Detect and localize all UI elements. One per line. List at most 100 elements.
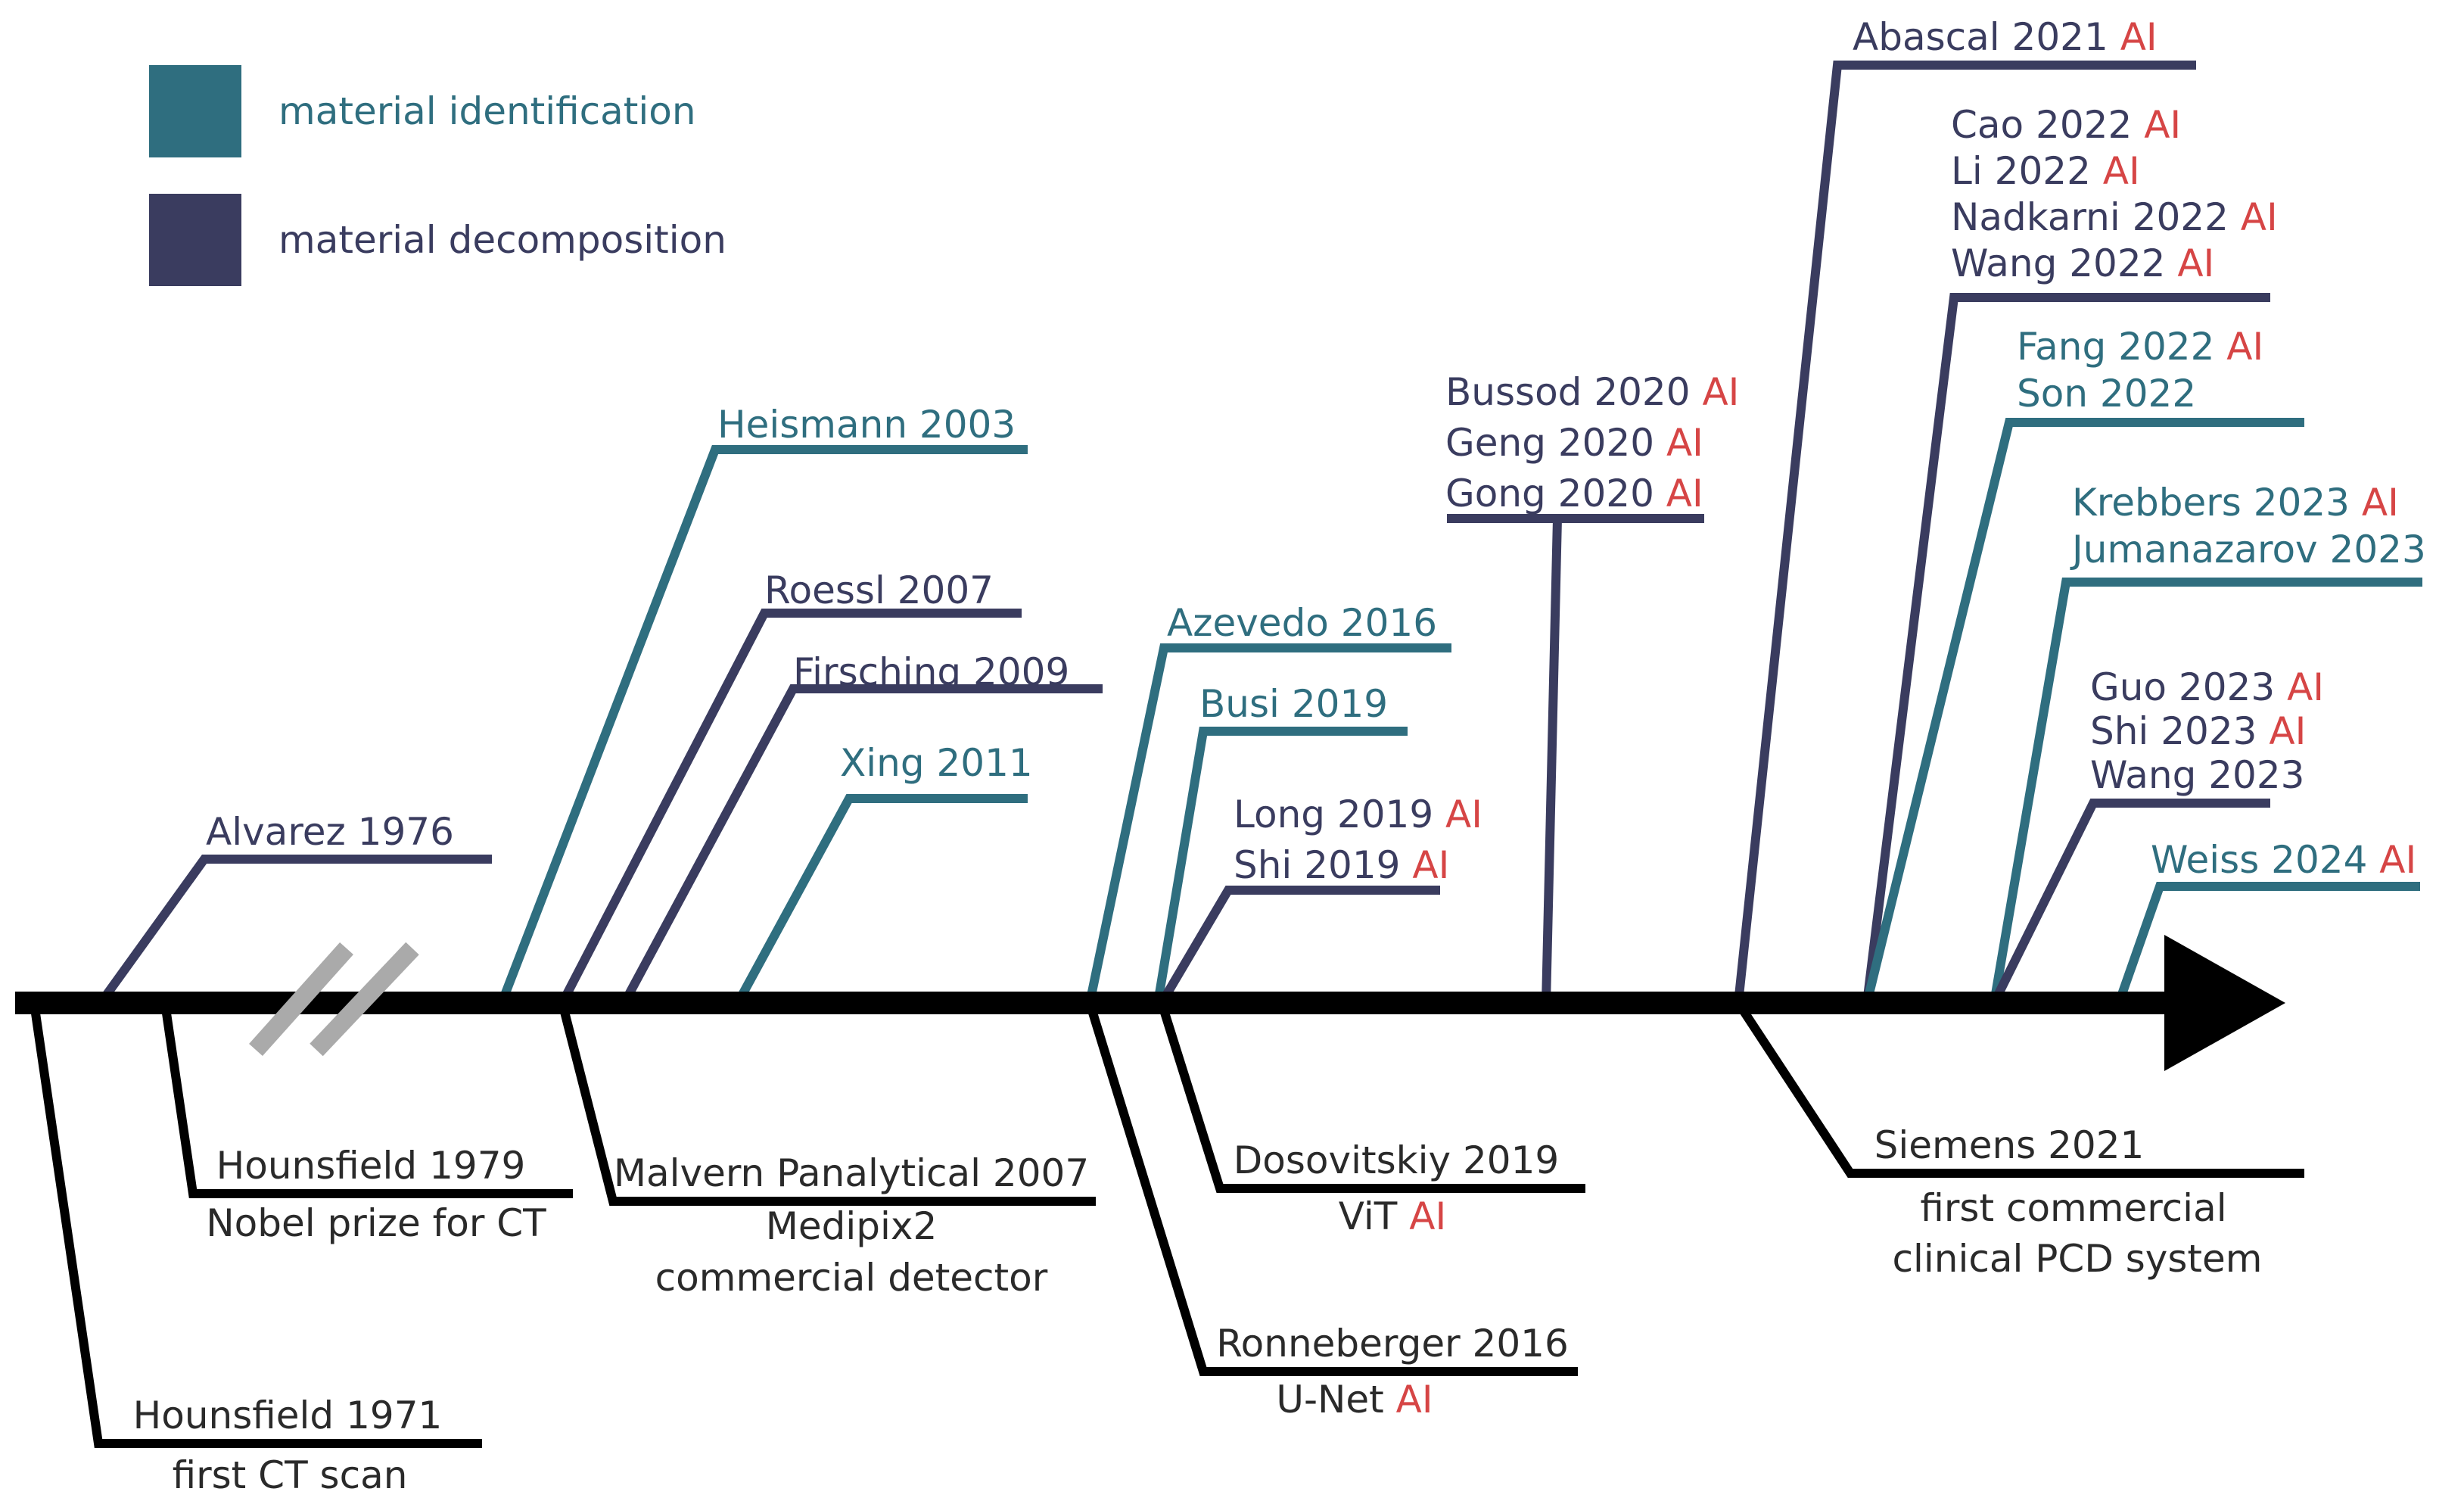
entry-label-fang-2022-0: Fang 2022 AI (2017, 325, 2263, 369)
milestone-title-malvern-2007: Malvern Panalytical 2007 (614, 1151, 1089, 1195)
connector-long-shi-2019 (1157, 886, 1440, 1006)
milestone-title-dosovitskiy-2019: Dosovitskiy 2019 (1234, 1138, 1559, 1182)
connector-alvarez-1976 (97, 855, 492, 1006)
entry-label-cao-2022-1: Li 2022 AI (1951, 149, 2140, 193)
milestone-title-hounsfield-1971: Hounsfield 1971 (133, 1394, 443, 1437)
entry-text: Wang 2022 (1951, 241, 2165, 285)
entry-text: first CT scan (173, 1453, 408, 1497)
entry-text: Gong 2020 (1445, 472, 1654, 515)
ai-tag: AI (1397, 1194, 1446, 1238)
ai-tag: AI (2214, 325, 2263, 369)
connector-weiss-2024 (2114, 882, 2420, 1004)
ai-tag: AI (2350, 481, 2399, 525)
entry-label-guo-2023-1: Shi 2023 AI (2090, 709, 2306, 753)
ai-tag: AI (1654, 421, 1703, 465)
entry-label-krebbers-2023-0: Krebbers 2023 AI (2072, 481, 2399, 525)
ai-tag: AI (2132, 103, 2181, 147)
milestone-sub-malvern-2007-0: Medipix2 (766, 1204, 938, 1248)
entry-text: Fang 2022 (2017, 325, 2214, 369)
entry-text: Guo 2023 (2090, 665, 2275, 709)
entry-label-long-shi-2019-0: Long 2019 AI (1234, 793, 1482, 836)
entry-label-roessl-2007-0: Roessl 2007 (764, 568, 994, 612)
entry-label-heismann-2003-0: Heismann 2003 (717, 403, 1016, 447)
connector-krebbers-2023 (1990, 578, 2422, 1004)
entry-label-bussod-2020-0: Bussod 2020 AI (1445, 370, 1739, 414)
entry-label-firsching-2009-0: Firsching 2009 (793, 650, 1069, 694)
connector-guo-2023 (1990, 799, 2270, 1005)
entry-label-bussod-2020-2: Gong 2020 AI (1445, 472, 1703, 515)
axis-arrow-head (2164, 935, 2285, 1071)
entry-text: Weiss 2024 (2151, 838, 2367, 882)
milestone-sub-siemens-2021-1: clinical PCD system (1893, 1237, 2263, 1281)
connector-firsching-2009 (620, 684, 1103, 1005)
entry-text: ViT (1339, 1194, 1398, 1238)
entry-label-xing-2011-0: Xing 2011 (840, 741, 1033, 785)
ai-tag: AI (2275, 665, 2324, 709)
time-axis (15, 992, 2176, 1014)
entry-text: Nadkarni 2022 (1951, 195, 2229, 239)
entry-text: Azevedo 2016 (1167, 601, 1437, 645)
entry-label-guo-2023-0: Guo 2023 AI (2090, 665, 2324, 709)
entry-text: clinical PCD system (1893, 1237, 2263, 1281)
entry-text: Busi 2019 (1199, 682, 1388, 726)
legend-label-identification: material identification (278, 89, 696, 133)
ai-tag: AI (1400, 843, 1449, 887)
entry-text: Medipix2 (766, 1204, 938, 1248)
ai-tag: AI (2091, 149, 2140, 193)
entry-text: Shi 2019 (1234, 843, 1400, 887)
connector-fang-2022 (1862, 418, 2304, 1004)
ai-tag: AI (2257, 709, 2306, 753)
milestone-sub-hounsfield-1971-0: first CT scan (173, 1453, 408, 1497)
connector-busi-2019 (1153, 727, 1408, 1004)
entry-label-weiss-2024-0: Weiss 2024 AI (2151, 838, 2416, 882)
ai-tag: AI (1384, 1378, 1433, 1422)
ai-tag: AI (2165, 241, 2214, 285)
ai-tag: AI (1433, 793, 1482, 836)
milestone-sub-dosovitskiy-2019-0: ViT AI (1339, 1194, 1446, 1238)
entry-label-abascal-2021-0: Abascal 2021 AI (1853, 15, 2158, 59)
connector-cao-2022 (1862, 293, 2270, 1004)
milestone-connector-dosovitskiy-2019 (1157, 1001, 1585, 1193)
entry-label-bussod-2020-1: Geng 2020 AI (1445, 421, 1703, 465)
entry-label-krebbers-2023-1: Jumanazarov 2023 (2070, 528, 2426, 571)
milestone-title-siemens-2021: Siemens 2021 (1874, 1123, 2145, 1167)
milestone-connector-siemens-2021 (1734, 1000, 2304, 1178)
entry-label-cao-2022-0: Cao 2022 AI (1951, 103, 2181, 147)
entry-text: Son 2022 (2017, 372, 2196, 416)
entry-text: Abascal 2021 (1853, 15, 2108, 59)
milestone-sub-malvern-2007-1: commercial detector (655, 1256, 1048, 1300)
entry-label-busi-2019-0: Busi 2019 (1199, 682, 1388, 726)
entry-text: Shi 2023 (2090, 709, 2257, 753)
milestone-title-ronneberger-2016: Ronneberger 2016 (1216, 1322, 1569, 1366)
entry-text: Li 2022 (1951, 149, 2091, 193)
connector-azevedo-2016 (1085, 643, 1451, 1004)
entry-text: Xing 2011 (840, 741, 1033, 785)
legend-swatch-decomposition (149, 194, 241, 286)
milestone-connector-ronneberger-2016 (1085, 1001, 1578, 1376)
entry-label-alvarez-1976-0: Alvarez 1976 (206, 810, 454, 854)
connector-heismann-2003 (497, 445, 1028, 1005)
entry-text: Krebbers 2023 (2072, 481, 2350, 525)
connector-bussod-2020 (1542, 518, 1562, 1004)
connector-roessl-2007 (558, 609, 1022, 1005)
axis-break-mark-left (249, 942, 353, 1057)
entry-text: Wang 2023 (2090, 753, 2304, 797)
entry-text: U-Net (1276, 1378, 1383, 1422)
ai-tag: AI (1654, 472, 1703, 515)
entry-label-cao-2022-2: Nadkarni 2022 AI (1951, 195, 2278, 239)
entry-label-long-shi-2019-1: Shi 2019 AI (1234, 843, 1449, 887)
milestone-title-hounsfield-1979: Hounsfield 1979 (216, 1144, 526, 1188)
ai-tag: AI (2367, 838, 2416, 882)
entry-label-fang-2022-1: Son 2022 (2017, 372, 2196, 416)
legend-label-decomposition: material decomposition (278, 218, 726, 262)
entry-text: Jumanazarov 2023 (2070, 528, 2426, 571)
ai-tag: AI (2108, 15, 2158, 59)
milestone-connector-hounsfield-1979 (160, 1002, 573, 1198)
entry-text: Alvarez 1976 (206, 810, 454, 854)
connector-xing-2011 (733, 794, 1028, 1005)
entry-text: Geng 2020 (1445, 421, 1654, 465)
entry-text: first commercial (1920, 1186, 2226, 1230)
entry-label-guo-2023-2: Wang 2023 (2090, 753, 2304, 797)
entry-text: Heismann 2003 (717, 403, 1016, 447)
